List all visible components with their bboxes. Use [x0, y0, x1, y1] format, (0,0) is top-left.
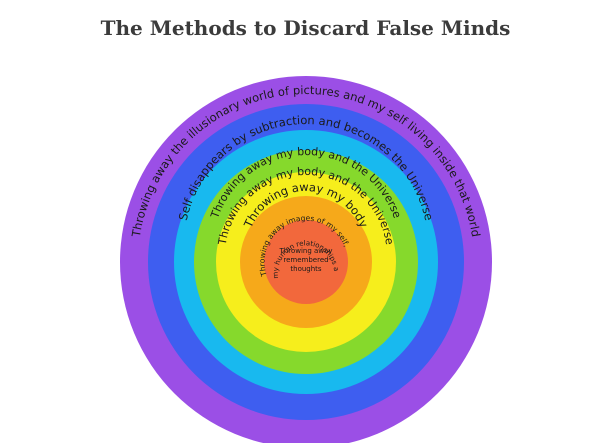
diagram-title: The Methods to Discard False Minds [100, 16, 511, 40]
center-red [264, 220, 348, 304]
center-label-line1: Throwing away [279, 247, 333, 255]
center-label-line2: remembered [283, 256, 328, 264]
center-label-line3: thoughts [290, 265, 322, 273]
